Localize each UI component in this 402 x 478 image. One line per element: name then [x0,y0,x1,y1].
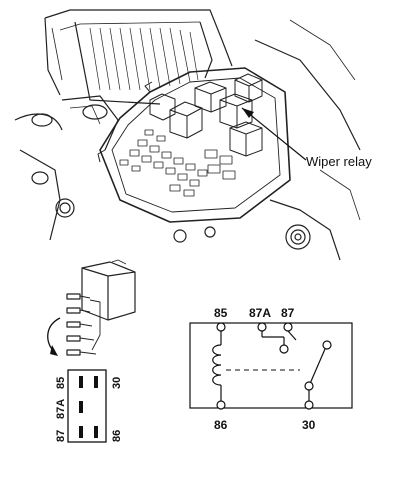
terminal-87a [257,322,267,332]
pin-slot [94,376,98,388]
terminal-87 [283,322,293,332]
switch-pivot [304,381,314,391]
relay-coil [212,331,222,401]
relay-switch-arm [308,348,326,401]
relay-circuit-diagram [189,322,353,410]
terminal-85 [216,322,226,332]
rotate-arrow-icon [47,317,61,356]
pin-slot [79,376,83,388]
pin-label-86: 86 [111,430,123,442]
pin-slot [79,401,83,413]
circuit-label-86: 86 [214,418,228,432]
relay-3d-illustration [66,259,136,356]
pin-label-85: 85 [55,377,67,389]
pin-label-87a: 87A [55,399,67,419]
contact-nc [279,344,289,354]
wiper-relay-callout: Wiper relay [306,154,372,169]
circuit-label-30: 30 [302,418,316,432]
circuit-label-87: 87 [281,306,295,320]
relay-pinout-box [67,369,107,443]
circuit-label-85: 85 [214,306,228,320]
engine-bay-illustration [14,9,361,261]
contact-no [322,340,332,350]
circuit-label-87a: 87A [249,306,271,320]
terminal-30 [304,400,314,410]
wiper-relay-leader [241,107,307,161]
terminal-86 [216,400,226,410]
pin-slot [94,426,98,438]
pin-slot [79,426,83,438]
pin-label-30: 30 [111,377,123,389]
pin-label-87: 87 [55,430,67,442]
